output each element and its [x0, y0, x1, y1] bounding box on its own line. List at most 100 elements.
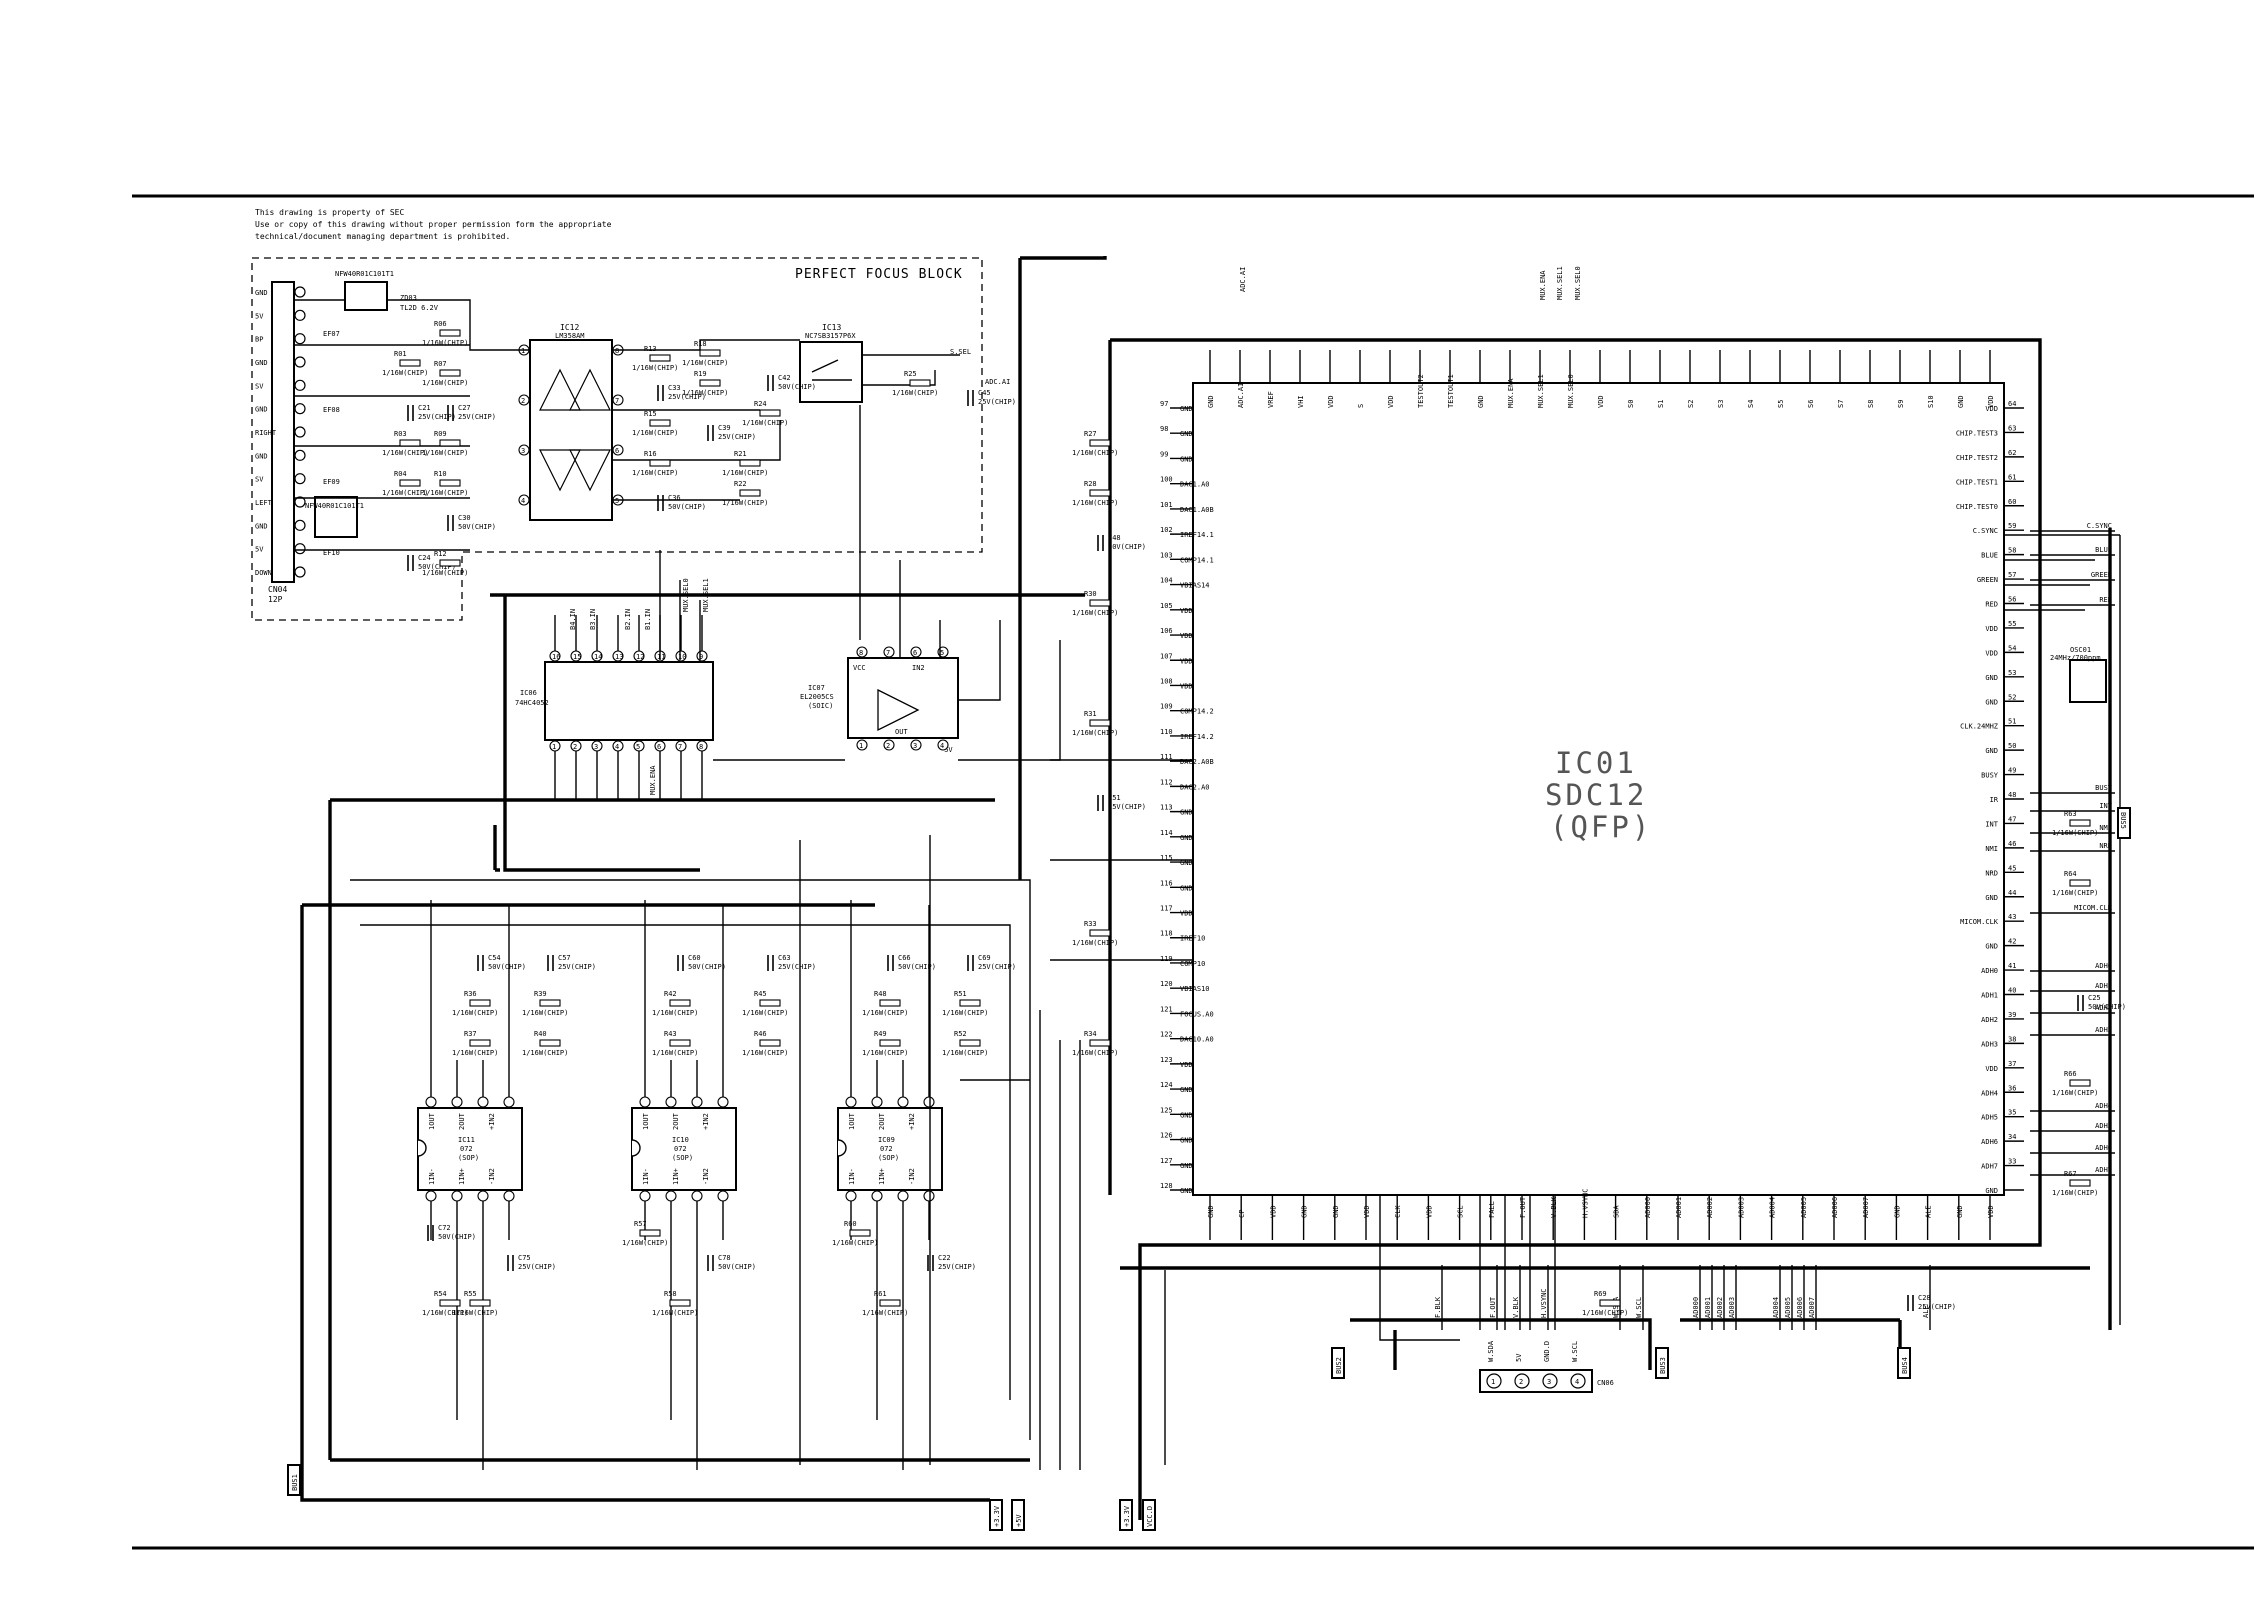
- cn04-pin-label: GND: [255, 522, 268, 530]
- ic01-bottom-pin-label: ALE: [1925, 1205, 1933, 1218]
- opamp-ic-pin: [897, 1190, 909, 1202]
- opamp-ic-pin: [845, 1096, 857, 1108]
- ic01-left-pin-number: 128: [1160, 1182, 1173, 1190]
- ic01-left-pin-number: 120: [1160, 980, 1173, 988]
- ic01-right-pin-number: 48: [2008, 791, 2016, 799]
- ic06-body: [544, 661, 714, 741]
- opamp-ic-pin: [665, 1096, 677, 1108]
- resistor-value: 1/16W(CHIP): [1072, 609, 1118, 617]
- ic01-right-pin-label: VDD: [1985, 1065, 1998, 1073]
- ic01-right-pin-number: 43: [2008, 913, 2016, 921]
- ic01-bottom-pin-label: VDD: [1425, 1205, 1433, 1218]
- resistor-value: 1/16W(CHIP): [632, 364, 678, 372]
- filter-ef10-label: EF10: [323, 549, 340, 557]
- ic01-top-pin-label: TESTOUT1: [1447, 374, 1455, 408]
- opamp-ic-pin: [639, 1096, 651, 1108]
- resistor-ref: R64: [2064, 870, 2077, 878]
- ic01-left-pin-label: DAC1.A0B: [1180, 506, 1214, 514]
- ic01-right-pin-label: BLUE: [1981, 552, 1998, 560]
- cn06-pin: [1542, 1373, 1558, 1389]
- ic01-right-pin-label: GND: [1985, 1187, 1998, 1195]
- ic06-signal-label: B3.IN: [589, 609, 597, 630]
- resistor-ref: R28: [1084, 480, 1097, 488]
- ic06-part: 74HC4052: [515, 699, 549, 707]
- ic07-pin-number: 2: [886, 742, 890, 750]
- ic01-left-pin-label: IREF10: [1180, 935, 1205, 943]
- ic01-right-pin-label: GND: [1985, 674, 1998, 682]
- ic01-bottom-pin-label: AD003: [1737, 1197, 1745, 1218]
- ic01-right-pin-label: MICOM.CLK: [1960, 918, 1999, 926]
- notice-line-3: technical/document managing department i…: [255, 232, 510, 241]
- resistor-ref: R58: [664, 1290, 677, 1298]
- opamp-ic-pin-label: 1IN-: [848, 1168, 856, 1185]
- opamp-ic-notch: [631, 1139, 641, 1157]
- cn04-type: 12P: [268, 595, 283, 604]
- resistor-value: 1/16W(CHIP): [892, 389, 938, 397]
- resistor-ref: R31: [1084, 710, 1097, 718]
- resistor-ref: R13: [644, 345, 657, 353]
- svg-text:BUS3: BUS3: [1659, 1357, 1667, 1374]
- bottom-net-label: AD002: [1716, 1297, 1724, 1318]
- ic01-right-pin-label: CHIP.TEST3: [1956, 429, 1998, 437]
- cn06-pin-label: W.SDA: [1487, 1340, 1495, 1362]
- capacitor-ref: C66: [898, 954, 911, 962]
- ic01-right-pin-label: ADH6: [1981, 1138, 1998, 1146]
- resistor-ref: R66: [2064, 1070, 2077, 1078]
- bottom-net-label: H.VSYNC: [1540, 1288, 1548, 1318]
- ic01-top-pin-label: ADC.AI: [1237, 383, 1245, 408]
- wire-dac-feed: [1050, 759, 1193, 961]
- ic01-left-pin-number: 118: [1160, 930, 1173, 938]
- ic12-pin: [518, 444, 530, 456]
- resistor-value: 1/16W(CHIP): [422, 1309, 468, 1317]
- ic01-right-pin-number: 51: [2008, 718, 2016, 726]
- bottom-net-label: AD000: [1692, 1297, 1700, 1318]
- ic07-label-neg5v: -5V: [940, 746, 953, 754]
- ic01-right-pin-number: 38: [2008, 1035, 2016, 1043]
- ic01-right-pin-label: C.SYNC: [1973, 527, 1998, 535]
- ic13-ref: IC13: [822, 323, 841, 332]
- ic01-right-pin-label: RED: [1985, 601, 1998, 609]
- crystal-value: 24MHz/700ppm: [2050, 654, 2101, 662]
- resistor-ref: R49: [874, 1030, 887, 1038]
- ic01-right-pin-number: 52: [2008, 693, 2016, 701]
- power-tag-3v3-b: +3.3V: [1119, 1499, 1133, 1531]
- right-net-label: ADH7: [2095, 1166, 2112, 1174]
- right-net-label: BLUE: [2095, 546, 2112, 554]
- opamp-ic-part: 072: [460, 1145, 473, 1153]
- cn04-pin-label: SV: [255, 476, 264, 484]
- resistor-ref: R45: [754, 990, 767, 998]
- ic06-ref: IC06: [520, 689, 537, 697]
- resistor-value: 1/16W(CHIP): [1072, 449, 1118, 457]
- bus-adc-trunk: [1018, 256, 1107, 880]
- ic01-left-pin-label: VDD: [1180, 1061, 1193, 1069]
- ic01-right-pin-number: 57: [2008, 571, 2016, 579]
- capacitor-ref: C22: [938, 1254, 951, 1262]
- resistor-value: 1/16W(CHIP): [622, 1239, 668, 1247]
- opamp-ic-package: (SOP): [672, 1154, 693, 1162]
- resistor: [959, 1039, 981, 1047]
- bus-address: [1680, 1318, 1902, 1365]
- ic01-left-pins: 97GND98GND99GND100DAC1.A0101DAC1.A0B102I…: [1160, 400, 1214, 1195]
- capacitor-ref: C60: [688, 954, 701, 962]
- ic01-top-pin-label: VDD: [1387, 395, 1395, 408]
- bottom-net-label: AD006: [1796, 1297, 1804, 1318]
- resistor-ref: R36: [464, 990, 477, 998]
- resistor-value: 1/16W(CHIP): [652, 1009, 698, 1017]
- resistor-ref: R34: [1084, 1030, 1097, 1038]
- crystal-osc01: OSC01 24MHz/700ppm: [2050, 646, 2107, 703]
- capacitor-ref: C75: [518, 1254, 531, 1262]
- resistor: [1089, 599, 1111, 607]
- ic01-right-pin-number: 37: [2008, 1060, 2016, 1068]
- ic07-ref: IC07: [808, 684, 825, 692]
- resistor-value: 1/16W(CHIP): [742, 419, 788, 427]
- ic01-right-pin-number: 62: [2008, 449, 2016, 457]
- ic06-pin-number: 15: [573, 653, 581, 661]
- cn04-pin-label: LEFT: [255, 499, 273, 507]
- opamp-ic-pin-label: 2OUT: [672, 1112, 680, 1130]
- ic01-bottom-pin-label: AD004: [1769, 1197, 1777, 1218]
- bottom-net-label: F.OUT: [1489, 1296, 1497, 1318]
- resistor-value: 1/16W(CHIP): [422, 569, 468, 577]
